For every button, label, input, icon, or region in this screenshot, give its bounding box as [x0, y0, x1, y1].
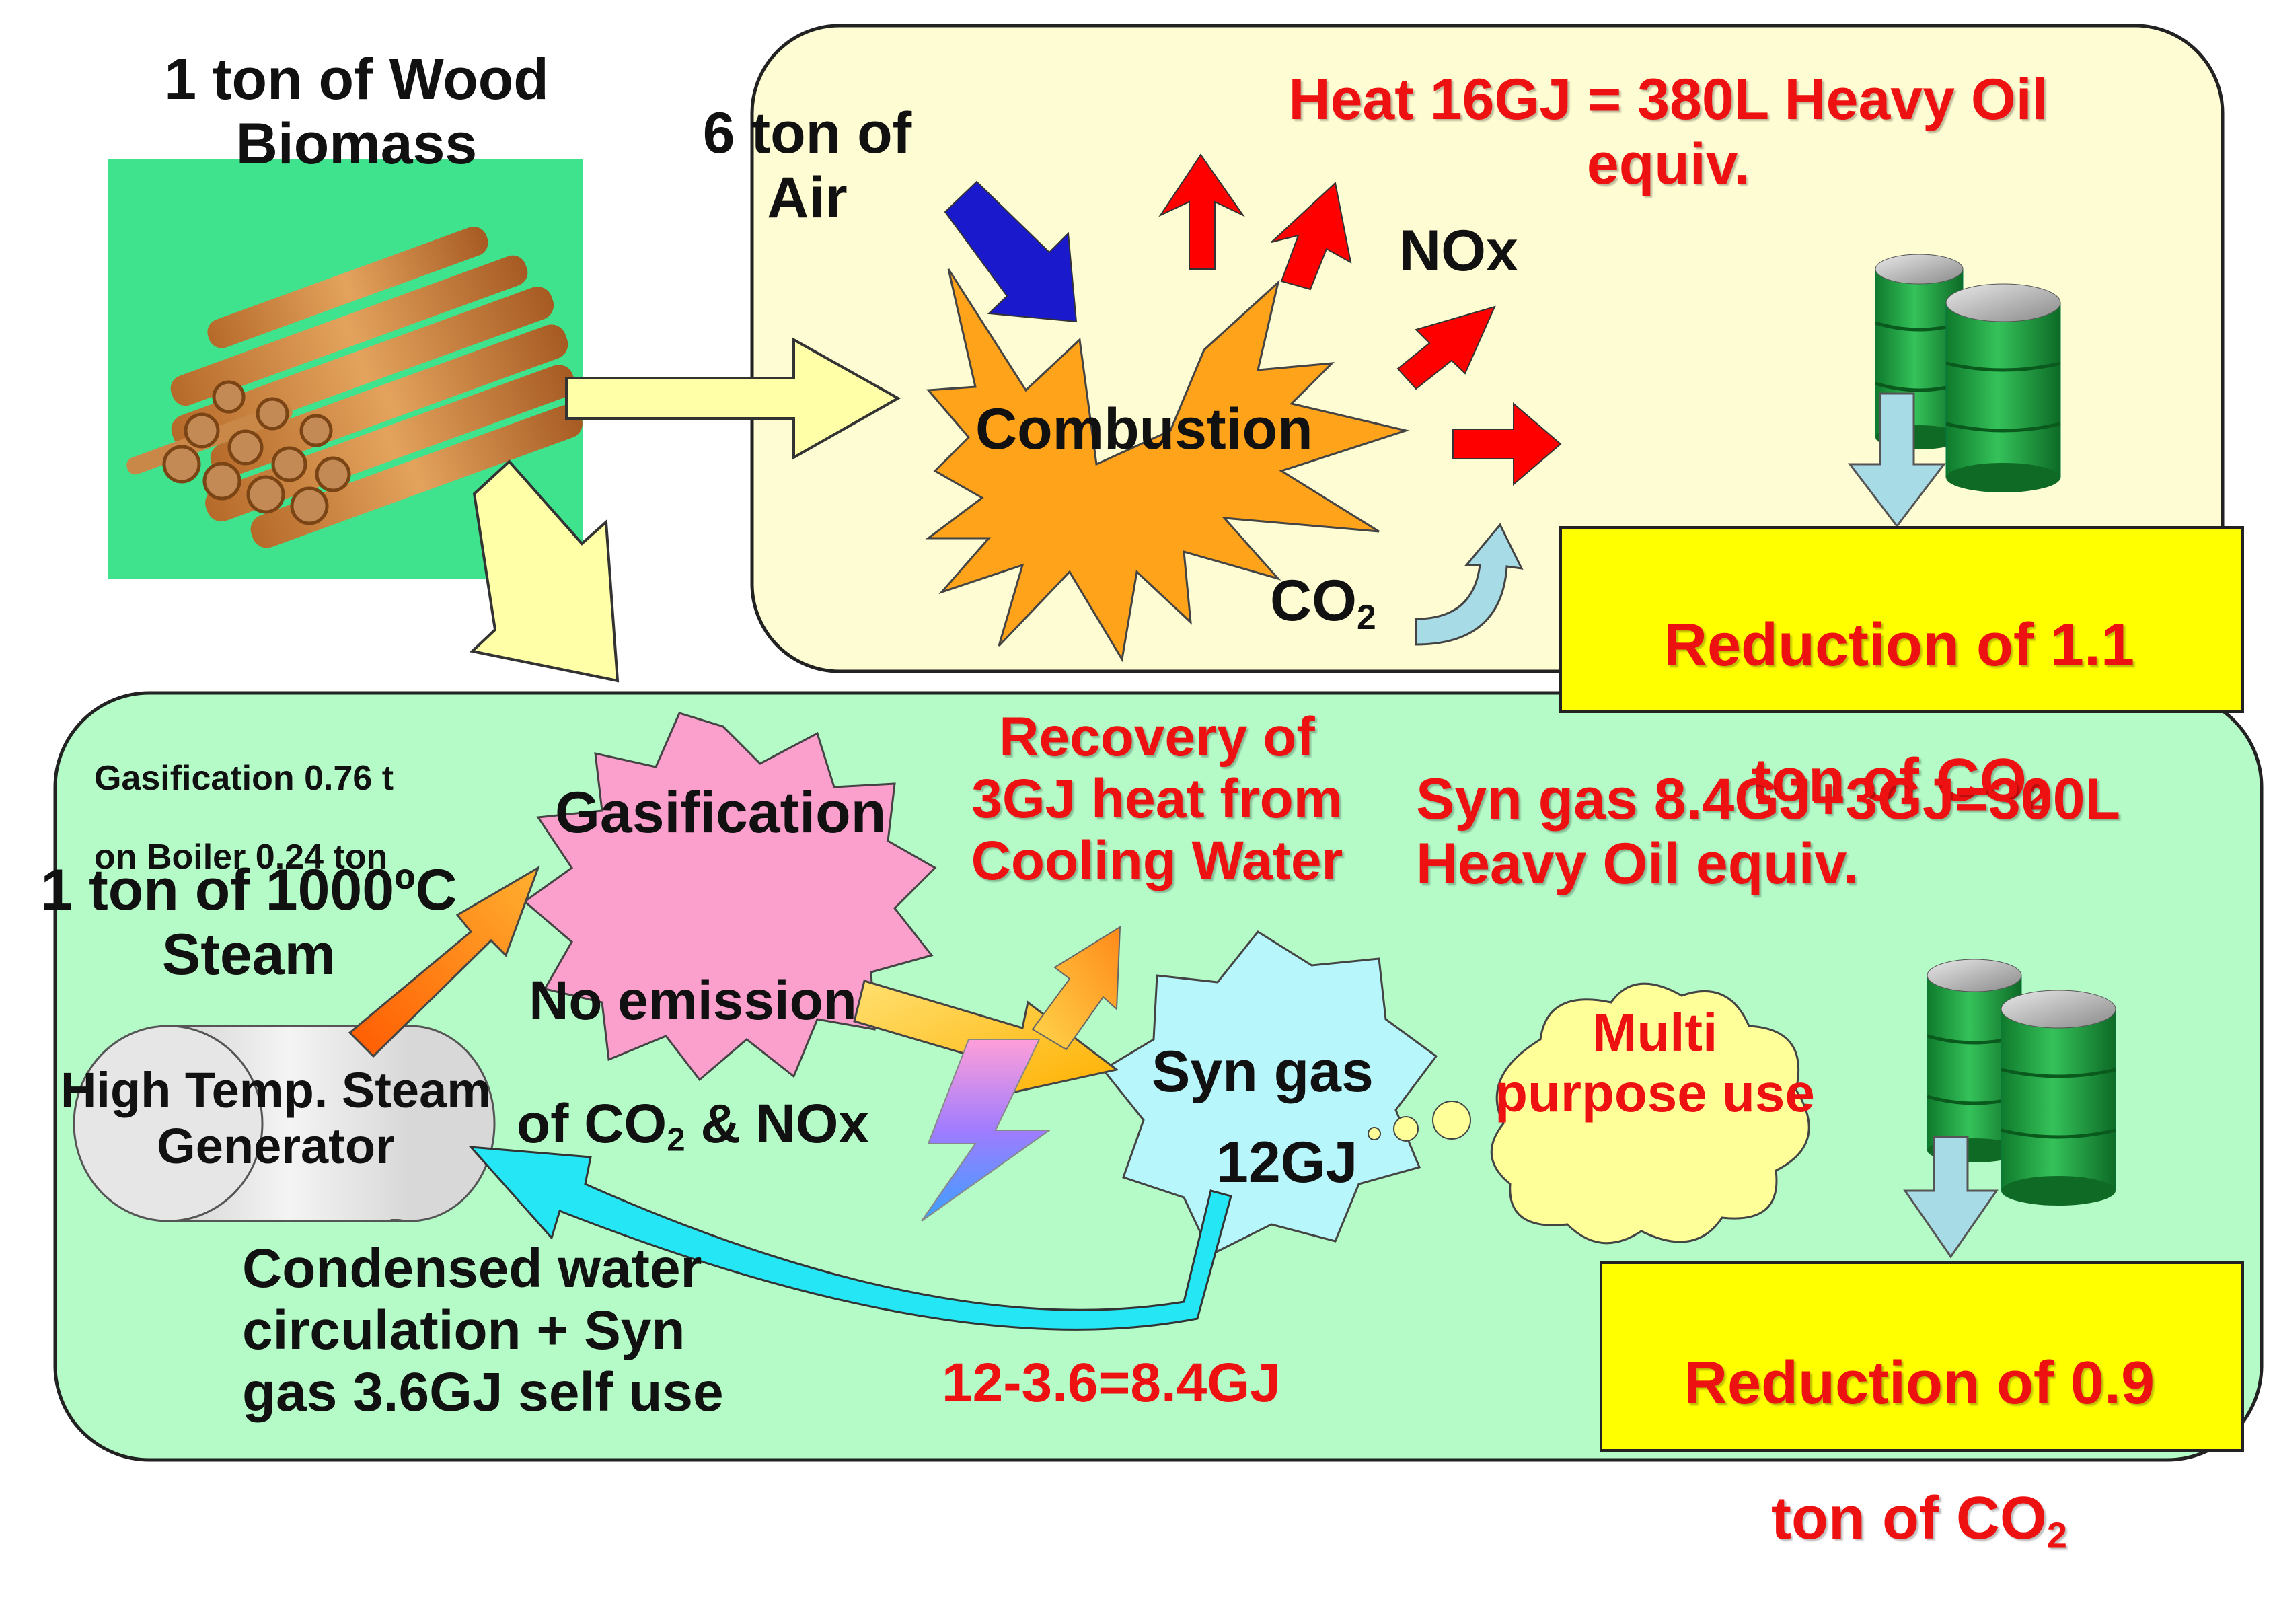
thought-dot-small — [1368, 1127, 1381, 1140]
condensed-label: Condensed water circulation + Syn gas 3.… — [242, 1238, 724, 1423]
no-emission-label: No emission of CO2 & NOx — [484, 908, 901, 1220]
co2-subscript: 2 — [1357, 597, 1376, 636]
combustion-label: Combustion — [975, 397, 1313, 462]
heat-arrow-3 — [1452, 402, 1562, 486]
co2-text: CO — [1270, 568, 1357, 633]
wood-log-icon — [108, 159, 583, 579]
syngas-arrow — [853, 980, 1119, 1095]
no-emission-line2-text: of CO — [517, 1093, 667, 1155]
steam-arrow — [348, 865, 540, 1058]
recovery-arrow — [1031, 926, 1121, 1051]
heat-label: Heat 16GJ = 380L Heavy Oil equiv. — [1288, 67, 2048, 197]
syngas-label: Syn gas — [1152, 1039, 1374, 1104]
syngas-total-label: Syn gas 8.4GJ+3GJ=300L Heavy Oil equiv. — [1416, 767, 2120, 897]
top-down-arrow — [1847, 392, 1947, 528]
nox-label: NOx — [1399, 219, 1518, 283]
top-reduction-line2-text: ton of CO — [1751, 747, 2027, 815]
no-emission-tail: & NOx — [685, 1093, 869, 1155]
bottom-down-arrow — [1903, 1136, 1999, 1259]
nox-arrow — [1396, 305, 1496, 390]
steam-label: 1 ton of 1000ºC Steam — [40, 858, 457, 988]
arrow-to-combustion — [565, 337, 901, 460]
heat-arrow-1 — [1158, 153, 1245, 270]
syngas-burst-icon — [1101, 930, 1438, 1257]
bottom-reduction-line2-text: ton of CO — [1771, 1485, 2047, 1553]
cloud-icon — [1490, 982, 1810, 1245]
barrel-icon — [1927, 959, 2116, 1206]
top-reduction-box — [1559, 526, 2244, 713]
bottom-reduction-line2: ton of CO2 — [1600, 1485, 2239, 1556]
thought-dot-large — [1432, 1101, 1471, 1140]
gasification-ratio: Gasification 0.76 t on Boiler 0.24 ton — [94, 720, 394, 916]
top-reduction-line1: Reduction of 1.1 — [1663, 611, 2135, 679]
top-reduction-subscript: 2 — [2026, 777, 2047, 818]
multi-purpose-label: Multi purpose use — [1495, 1002, 1815, 1123]
net-energy-label: 12-3.6=8.4GJ — [942, 1352, 1281, 1413]
bottom-reduction-line1: Reduction of 0.9 — [1683, 1349, 2155, 1417]
barrel-icon — [1875, 254, 2061, 492]
combustion-burst-icon — [925, 268, 1410, 663]
heat-arrow-2 — [1271, 182, 1352, 291]
gasification-title: Gasification — [555, 780, 887, 845]
recovery-label: Recovery of 3GJ heat from Cooling Water — [971, 706, 1343, 891]
top-reduction-text: Reduction of 1.1 ton of CO2 — [1559, 544, 2239, 886]
diagram-canvas: 1 ton of Wood Biomass 6 ton of Air Heat … — [40, 24, 2264, 1556]
no-emission-line2: of CO2 & NOx — [484, 1093, 901, 1158]
air-arrow — [944, 180, 1078, 323]
thought-dot-medium — [1393, 1116, 1419, 1142]
bottom-reduction-text: Reduction of 0.9 ton of CO2 — [1600, 1282, 2239, 1624]
arrow-to-gasification — [469, 459, 620, 683]
top-reduction-line2: ton of CO2 — [1559, 747, 2239, 818]
bottom-reduction-box — [1600, 1261, 2244, 1452]
steam-generator-icon — [73, 1025, 496, 1222]
co2-label: CO2 — [1270, 568, 1376, 637]
lightning-icon — [921, 1039, 1052, 1222]
bottom-reduction-subscript: 2 — [2046, 1515, 2067, 1556]
no-emission-subscript: 2 — [667, 1121, 685, 1158]
generator-label: High Temp. Steam Generator — [60, 1062, 492, 1174]
no-emission-line1: No emission — [529, 969, 857, 1031]
air-label: 6 ton of Air — [702, 101, 912, 231]
syngas-value: 12GJ — [1216, 1130, 1358, 1195]
gasification-ratio-line2: on Boiler 0.24 ton — [94, 837, 388, 877]
co2-curved-arrow — [1415, 523, 1524, 646]
wood-title: 1 ton of Wood Biomass — [164, 47, 549, 177]
return-arrow — [468, 1146, 1232, 1331]
gasification-burst-icon — [523, 712, 937, 1082]
gasification-ratio-line1: Gasification 0.76 t — [94, 759, 394, 799]
